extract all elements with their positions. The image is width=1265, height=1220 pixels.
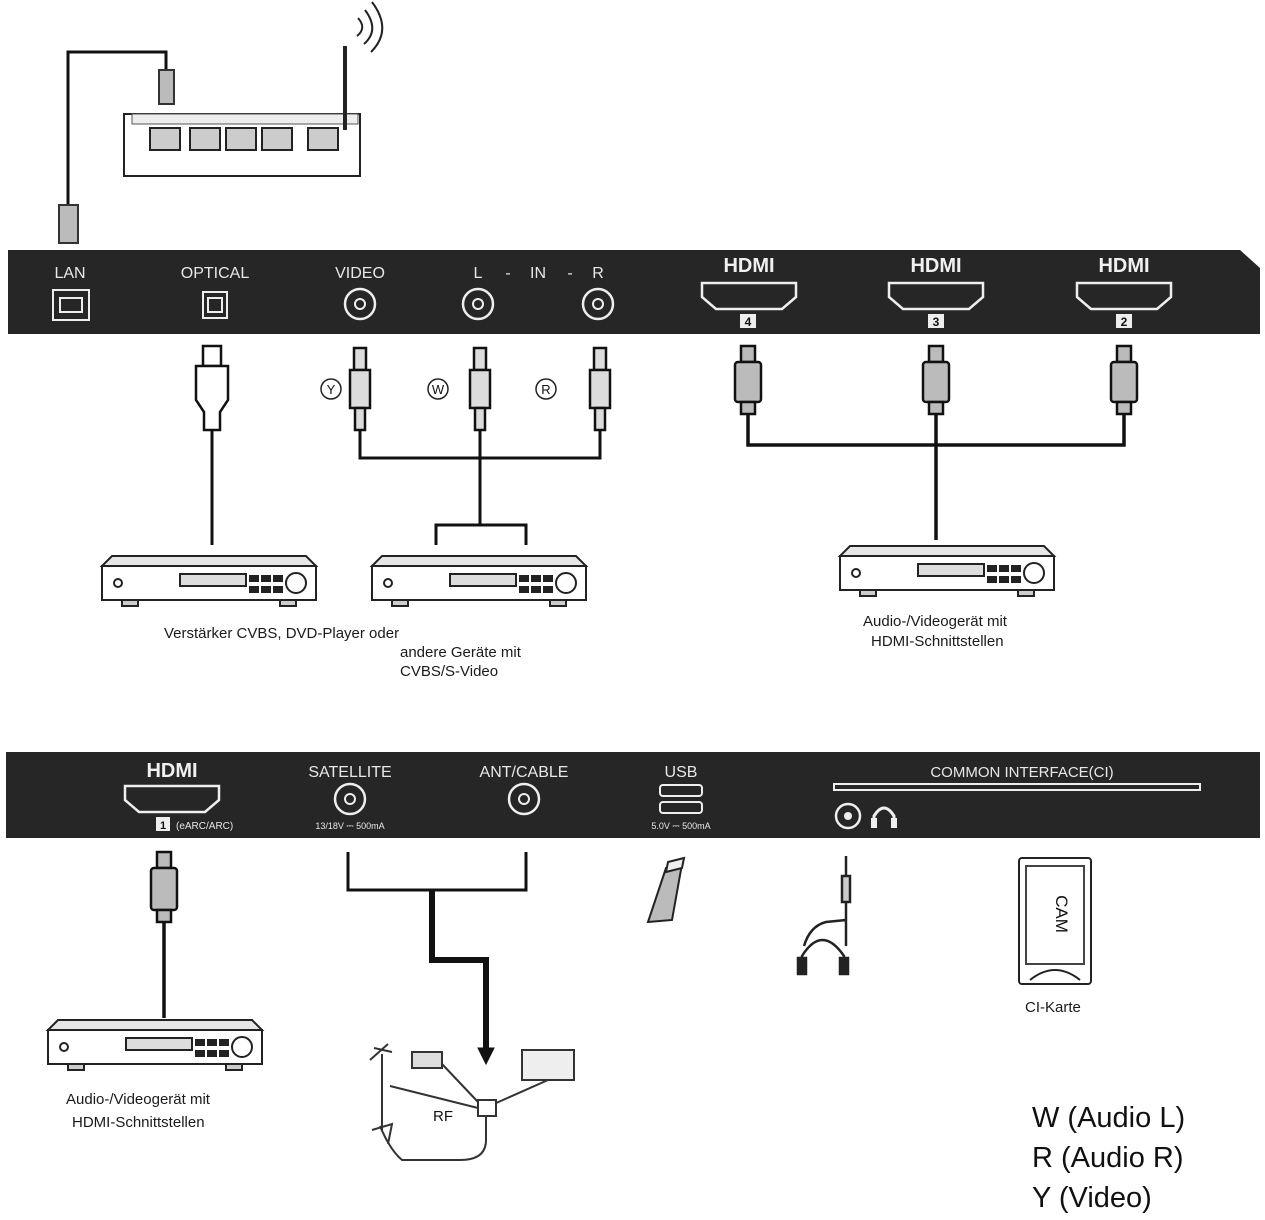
common-interface-slot: COMMON INTERFACE(CI) xyxy=(833,764,1201,830)
rca-cables xyxy=(348,346,612,545)
marker-y: Y xyxy=(320,378,342,400)
caption-cvbs-line2: andere Geräte mit xyxy=(400,644,521,661)
headphone-icon xyxy=(871,806,897,828)
usb-spec: 5.0V ⎓ 500mA xyxy=(651,821,710,831)
rf-antenna-icon xyxy=(369,1043,575,1161)
legend-item-w: W (Audio L) xyxy=(1032,1102,1186,1134)
satellite-port: SATELLITE 13/18V ⎓ 500mA xyxy=(308,764,391,831)
caption-hdmi-bottom-line1: Audio-/Videogerät mit xyxy=(66,1091,210,1108)
ant-cable-port: ANT/CABLE xyxy=(480,764,569,816)
legend-item-r: R (Audio R) xyxy=(1032,1142,1184,1174)
optical-port-label: OPTICAL xyxy=(181,265,250,282)
av-device-hdmi-bottom xyxy=(45,1019,265,1071)
optical-cable xyxy=(194,344,230,545)
marker-w: W xyxy=(427,378,449,400)
audio-l-label: L xyxy=(474,265,483,282)
hdmi-number-1: 1 xyxy=(160,820,166,832)
av-device-hdmi-top xyxy=(837,545,1057,597)
marker-w-label: W xyxy=(432,382,445,397)
caption-ci-card: CI-Karte xyxy=(1025,999,1081,1016)
cam-card: CAM xyxy=(1018,857,1092,985)
legend-item-y: Y (Video) xyxy=(1032,1182,1152,1214)
hdmi-earc-label: (eARC/ARC) xyxy=(176,821,233,832)
audio-in-label: IN xyxy=(530,265,546,282)
antenna-cable xyxy=(346,852,528,1066)
common-interface-label: COMMON INTERFACE(CI) xyxy=(930,764,1113,781)
caption-hdmi-top-line1: Audio-/Videogerät mit xyxy=(863,613,1007,630)
satellite-label: SATELLITE xyxy=(308,764,391,781)
hdmi-cable-bottom xyxy=(149,850,179,1018)
rf-label: RF xyxy=(433,1108,453,1125)
marker-r: R xyxy=(535,378,557,400)
dash-1: - xyxy=(505,265,510,282)
caption-cvbs-line1: Verstärker CVBS, DVD-Player oder xyxy=(164,625,400,642)
satellite-spec: 13/18V ⎓ 500mA xyxy=(315,821,384,831)
usb-label: USB xyxy=(665,764,698,781)
usb-stick-icon xyxy=(646,856,686,924)
usb-port: USB 5.0V ⎓ 500mA xyxy=(651,764,710,831)
marker-r-label: R xyxy=(541,382,550,397)
router-icon xyxy=(58,1,384,244)
hdmi-logo-4: HDMI xyxy=(723,255,774,277)
video-port: VIDEO xyxy=(335,265,385,321)
ant-cable-label: ANT/CABLE xyxy=(480,764,569,781)
audio-in-ports: L - IN - R xyxy=(461,265,615,321)
tv-rear-panel-bottom xyxy=(6,752,1260,838)
hdmi-logo-2: HDMI xyxy=(1098,255,1149,277)
marker-y-label: Y xyxy=(327,382,336,397)
caption-hdmi-bottom-line2: HDMI-Schnittstellen xyxy=(72,1114,205,1131)
hdmi-number-4: 4 xyxy=(745,315,752,329)
hdmi-logo-3: HDMI xyxy=(910,255,961,277)
caption-cvbs-line3: CVBS/S-Video xyxy=(400,663,499,680)
caption-hdmi-top-line2: HDMI-Schnittstellen xyxy=(871,633,1004,650)
optical-port: OPTICAL xyxy=(181,265,250,319)
hdmi-logo-1: HDMI xyxy=(146,760,197,782)
headphone-cable-icon xyxy=(796,856,852,976)
lan-port: LAN xyxy=(52,265,90,321)
hdmi-port-4: HDMI 4 xyxy=(700,255,798,329)
hdmi-port-2: HDMI 2 xyxy=(1075,255,1173,329)
audio-r-label: R xyxy=(592,265,604,282)
av-device-dvd xyxy=(369,555,589,607)
cam-label: CAM xyxy=(1052,895,1071,933)
hdmi-number-2: 2 xyxy=(1121,315,1128,329)
tv-rear-panel-top xyxy=(8,250,1260,334)
video-port-label: VIDEO xyxy=(335,265,385,282)
av-device-amplifier xyxy=(99,555,319,607)
dash-2: - xyxy=(567,265,572,282)
lan-port-label: LAN xyxy=(54,265,85,282)
hdmi-number-3: 3 xyxy=(933,315,940,329)
hdmi-port-3: HDMI 3 xyxy=(887,255,985,329)
hdmi-cables-top xyxy=(733,344,1139,540)
hdmi-port-1: HDMI 1 (eARC/ARC) xyxy=(123,760,233,832)
